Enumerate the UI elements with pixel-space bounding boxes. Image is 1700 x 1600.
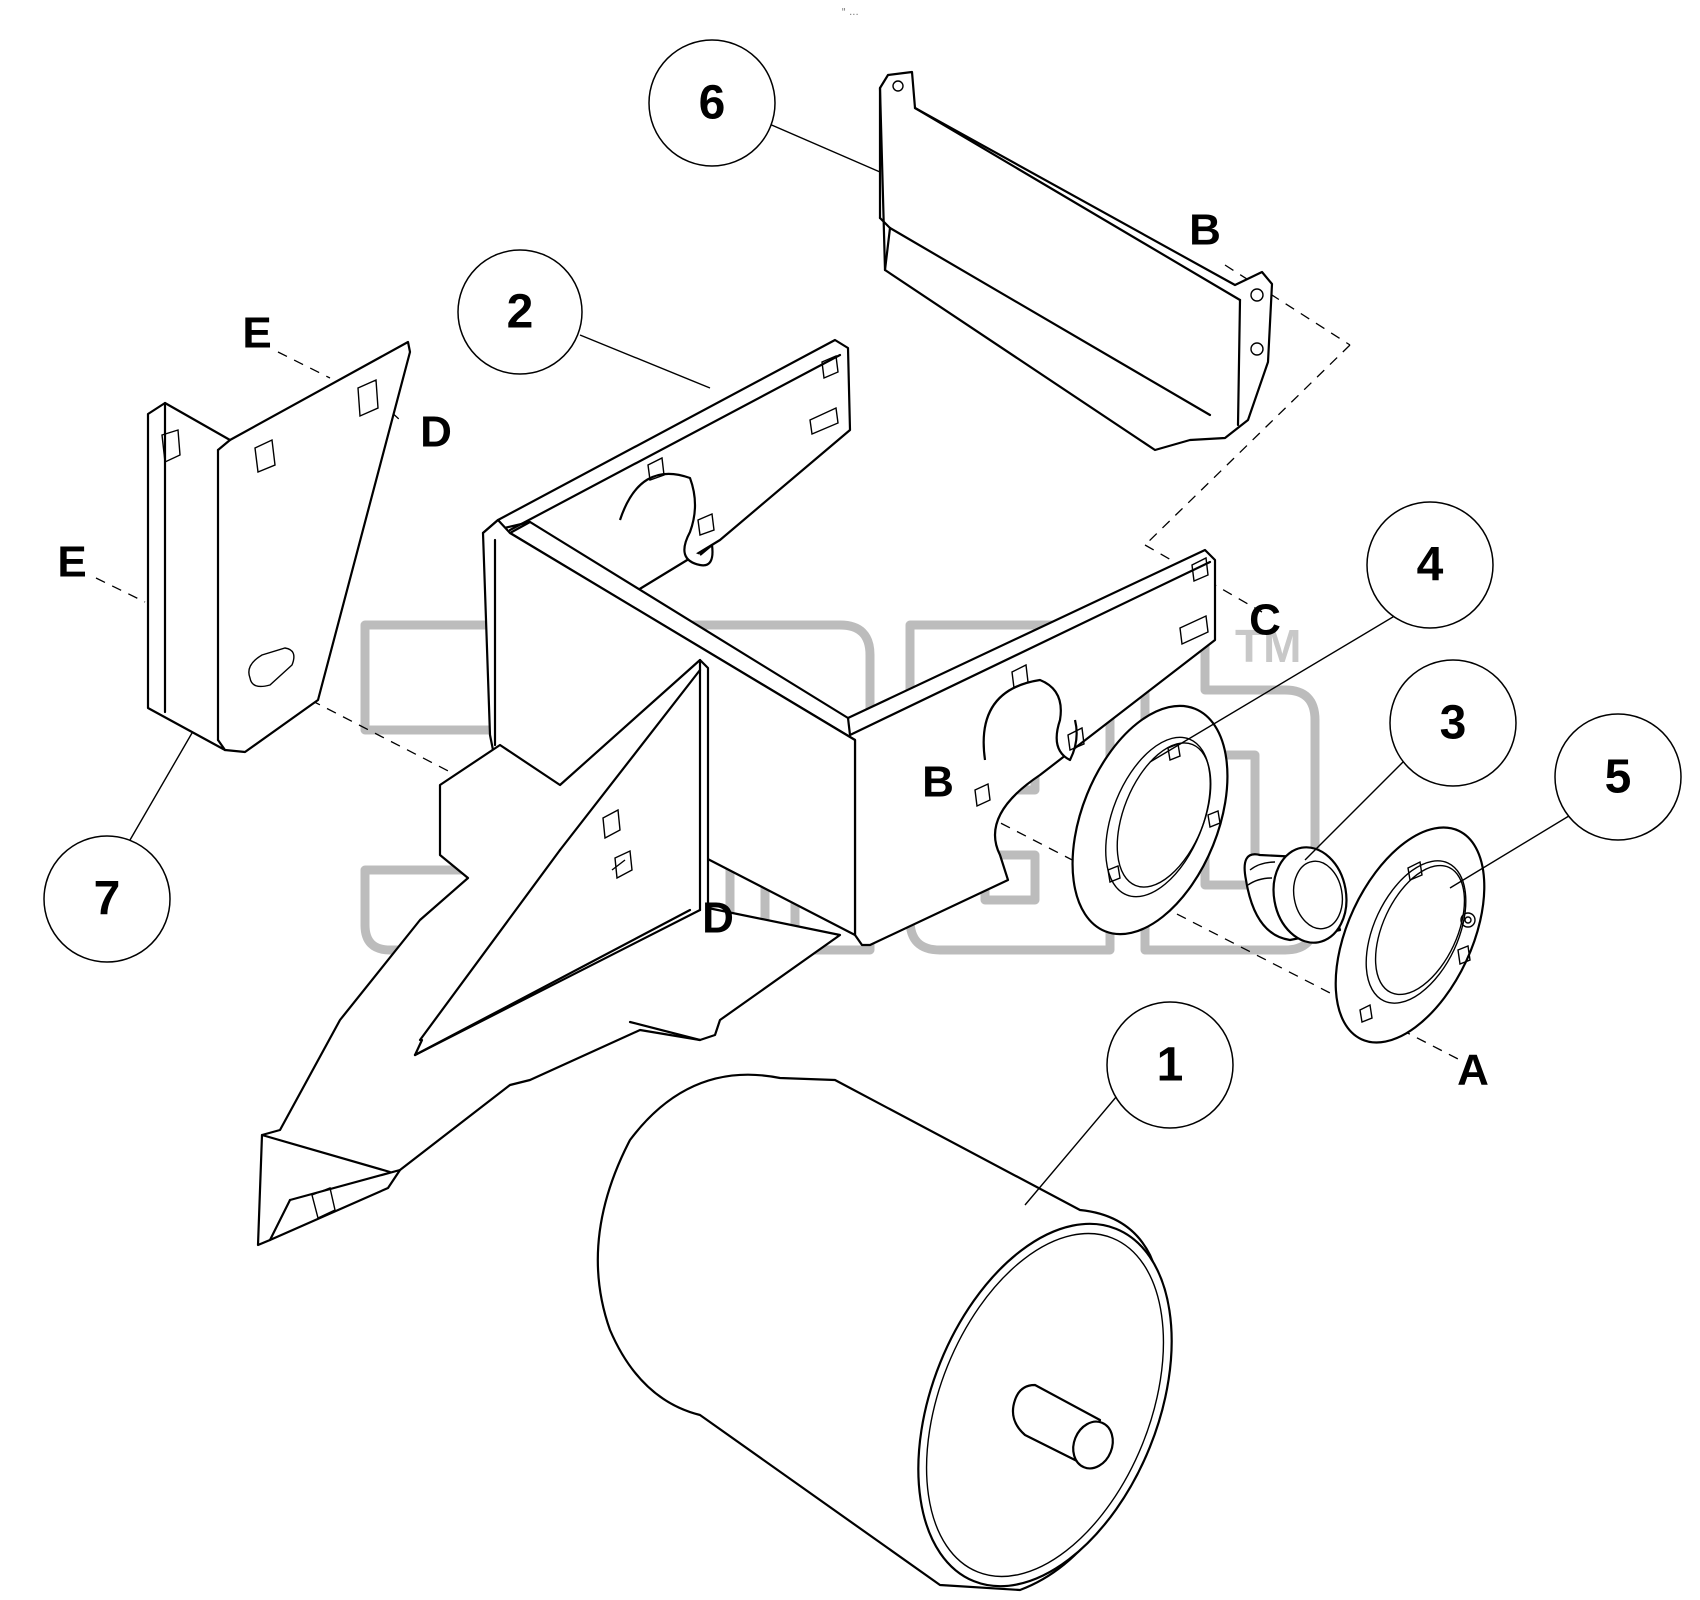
bearing-flange-outer [1334,826,1486,1044]
bearing-flange-inner [1071,704,1229,936]
trademark-mark: TM [1235,620,1301,672]
ref-letter-e-left: E [57,538,86,587]
ref-letter-d-frame: D [702,894,734,943]
header-mark: " ... [841,7,858,18]
roller-drum [596,1073,1173,1592]
main-frame [256,338,1217,1247]
ref-letter-d-bracket: D [420,408,452,457]
ref-letter-a: A [1457,1046,1489,1095]
callout-5-number: 5 [1605,751,1632,804]
side-bracket [146,340,412,754]
leader-lines [129,122,1588,1206]
ref-letter-b-top: B [1189,206,1221,255]
callout-1: 1 [1106,1001,1234,1129]
callout-6: 6 [648,39,776,167]
callout-6-number: 6 [699,77,726,130]
callout-5: 5 [1554,713,1682,841]
callout-4: 4 [1366,501,1494,629]
ref-letter-b-mid: B [922,758,954,807]
callout-1-number: 1 [1157,1039,1184,1092]
scraper-plate [878,70,1274,452]
callout-3-number: 3 [1440,697,1467,750]
ref-letter-e-top: E [242,309,271,358]
callout-2-number: 2 [507,286,534,339]
ref-letter-c: C [1249,596,1281,645]
callout-7: 7 [43,835,171,963]
callout-4-number: 4 [1417,539,1444,592]
callout-2: 2 [457,249,583,375]
callout-7-number: 7 [94,873,121,926]
bearing-insert [1243,846,1348,944]
callout-3: 3 [1389,659,1517,787]
